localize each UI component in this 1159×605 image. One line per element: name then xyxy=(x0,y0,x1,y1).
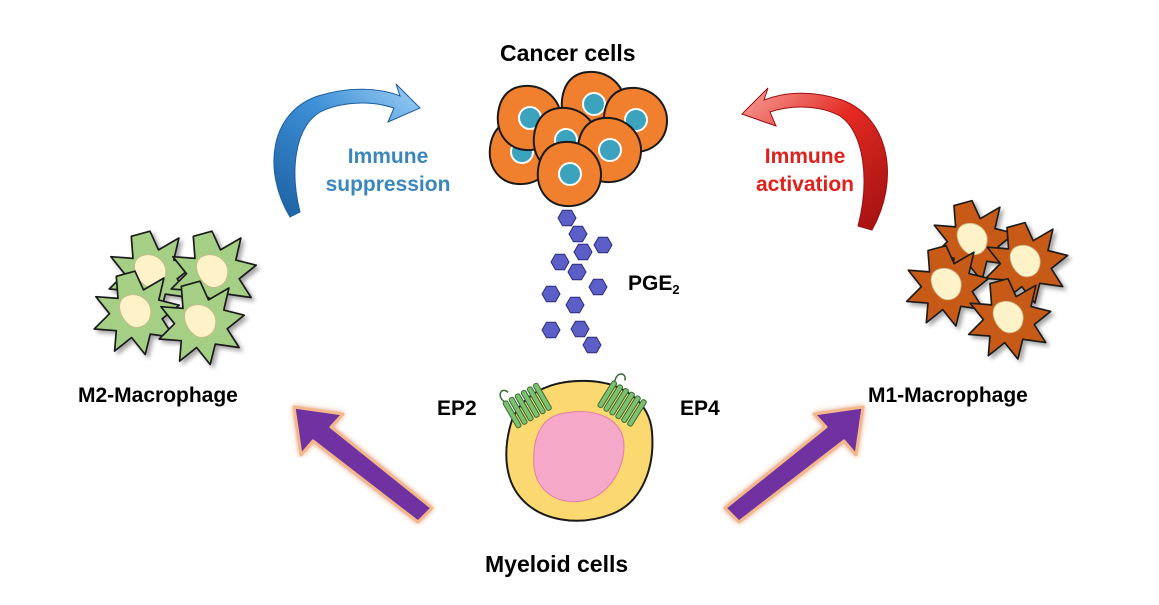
immune-activation-label: Immune activation xyxy=(740,143,870,199)
m1-macrophage-cluster xyxy=(905,199,1069,360)
immune-suppression-line2: suppression xyxy=(325,173,451,196)
myeloid-cells-label: Myeloid cells xyxy=(485,551,629,577)
pge2-label: PGE2 xyxy=(628,272,680,297)
pge-molecule-icon xyxy=(541,285,561,303)
pge-molecule-icon xyxy=(568,225,588,243)
m1-differentiation-arrow xyxy=(723,405,865,524)
immune-suppression-label: Immune suppression xyxy=(316,143,460,199)
pge-molecule-icon xyxy=(573,243,593,261)
immune-activation-line1: Immune xyxy=(764,145,846,168)
pge-molecule-icon xyxy=(570,320,590,338)
immune-activation-line2: activation xyxy=(755,173,855,196)
cancer-cells-cluster xyxy=(488,70,669,208)
nucleus-icon xyxy=(533,411,625,503)
immune-activation-arrow xyxy=(741,87,888,231)
immune-suppression-line1: Immune xyxy=(347,145,429,168)
m2-macrophage-cluster xyxy=(93,230,258,366)
ep4-receptor-label: EP4 xyxy=(680,397,720,420)
pge2-molecules xyxy=(541,209,613,354)
cancer-cells-label: Cancer cells xyxy=(500,40,636,66)
immune-suppression-arrow xyxy=(273,83,421,218)
pge-molecule-icon xyxy=(593,236,613,254)
cancer-cell-icon xyxy=(536,140,603,208)
pge-molecule-icon xyxy=(550,253,570,271)
pge-molecule-icon xyxy=(557,209,577,227)
myeloid-cell xyxy=(496,370,654,522)
pge-molecule-icon xyxy=(588,278,608,296)
pge2-label-main: PGE xyxy=(628,272,673,295)
m2-macrophage-label: M2-Macrophage xyxy=(78,384,238,407)
pge-molecule-icon xyxy=(541,321,561,339)
m2-differentiation-arrow xyxy=(292,405,434,524)
ep2-receptor-label: EP2 xyxy=(437,397,477,420)
pge-molecule-icon xyxy=(567,263,587,281)
pge2-label-subscript: 2 xyxy=(672,282,680,297)
pge-molecule-icon xyxy=(582,336,602,354)
m1-macrophage-label: M1-Macrophage xyxy=(868,384,1028,407)
pge-molecule-icon xyxy=(565,296,585,314)
